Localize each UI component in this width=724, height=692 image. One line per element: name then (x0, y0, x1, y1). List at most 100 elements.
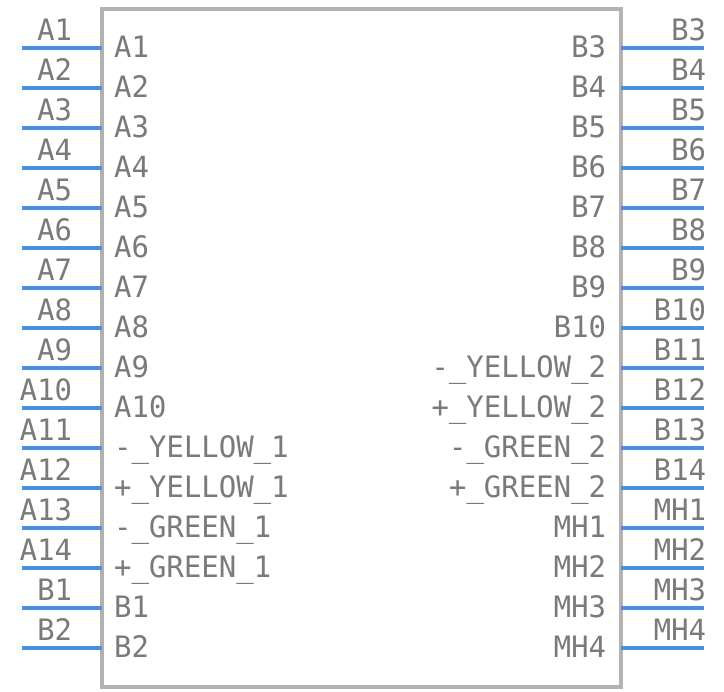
left-pin-number: A13 (20, 493, 72, 527)
right-pin-number: B11 (654, 333, 706, 367)
component-body (100, 7, 623, 689)
right-pin-group: B3B3B4B4B5B5B6B6B7B7B8B8B9B9B10B10B11-_Y… (431, 13, 706, 664)
right-pin-number: B12 (654, 373, 706, 407)
left-pin: A13 -_GREEN_1 (20, 493, 272, 545)
left-pin-name: B1 (114, 590, 149, 624)
right-pin-number: B4 (671, 53, 706, 87)
right-pin-number: B8 (671, 213, 706, 247)
left-pin-number: A6 (37, 213, 72, 247)
right-pin-number: B5 (671, 93, 706, 127)
left-pin-name: A7 (114, 270, 149, 304)
right-pin-name: +_YELLOW_2 (431, 390, 606, 425)
left-pin-number: A5 (37, 173, 72, 207)
right-pin-name: +_GREEN_2 (449, 470, 606, 505)
left-pin-number: B2 (37, 613, 72, 647)
left-pin: A12 +_YELLOW_1 (20, 453, 289, 505)
right-pin-number: B13 (654, 413, 706, 447)
left-pin-number: A9 (37, 333, 72, 367)
right-pin-number: B3 (671, 13, 706, 47)
right-pin-name: MH3 (554, 590, 606, 624)
right-pin-number: B10 (654, 293, 706, 327)
right-pin-name: B8 (571, 230, 606, 264)
left-pin-number: A3 (37, 93, 72, 127)
left-pin-name: -_GREEN_1 (114, 510, 271, 545)
right-pin-name: B7 (571, 190, 606, 224)
right-pin-name: B9 (571, 270, 606, 304)
right-pin-number: MH3 (654, 573, 706, 607)
left-pin-number: A4 (37, 133, 72, 167)
right-pin-name: MH1 (554, 510, 606, 544)
right-pin-name: B6 (571, 150, 606, 184)
right-pin-name: B3 (571, 30, 606, 64)
left-pin-number: A7 (37, 253, 72, 287)
right-pin-number: B6 (671, 133, 706, 167)
right-pin: B13 -_GREEN_2 (449, 413, 706, 465)
left-pin-name: A2 (114, 70, 149, 104)
left-pin-number: A12 (20, 453, 72, 487)
right-pin-name: MH4 (554, 630, 606, 664)
left-pin-number: A2 (37, 53, 72, 87)
right-pin-number: MH1 (654, 493, 706, 527)
right-pin-name: B5 (571, 110, 606, 144)
left-pin-name: B2 (114, 630, 149, 664)
left-pin-name: A4 (114, 150, 149, 184)
right-pin: B14 +_GREEN_2 (449, 453, 706, 505)
right-pin-number: MH2 (654, 533, 706, 567)
left-pin: A14 +_GREEN_1 (20, 533, 272, 585)
left-pin-name: A6 (114, 230, 149, 264)
right-pin-number: B9 (671, 253, 706, 287)
left-pin-number: B1 (37, 573, 72, 607)
left-pin-name: A5 (114, 190, 149, 224)
right-pin-name: -_GREEN_2 (449, 430, 606, 465)
right-pin-number: B14 (654, 453, 706, 487)
left-pin-name: A3 (114, 110, 149, 144)
right-pin: B11 -_YELLOW_2 (431, 333, 706, 385)
right-pin: B12 +_YELLOW_2 (431, 373, 706, 425)
left-pin-name: +_YELLOW_1 (114, 470, 289, 505)
right-pin-number: B7 (671, 173, 706, 207)
left-pin-number: A11 (20, 413, 72, 447)
right-pin-number: MH4 (654, 613, 706, 647)
left-pin-name: +_GREEN_1 (114, 550, 271, 585)
left-pin-number: A1 (37, 13, 72, 47)
left-pin-number: A8 (37, 293, 72, 327)
left-pin: A11 -_YELLOW_1 (20, 413, 289, 465)
left-pin-name: A1 (114, 30, 149, 64)
right-pin-name: MH2 (554, 550, 606, 584)
left-pin-name: -_YELLOW_1 (114, 430, 289, 465)
right-pin-name: B4 (571, 70, 606, 104)
right-pin-name: B10 (554, 310, 606, 344)
right-pin-name: -_YELLOW_2 (431, 350, 606, 385)
left-pin-name: A8 (114, 310, 149, 344)
left-pin-name: A10 (114, 390, 166, 424)
left-pin-number: A14 (20, 533, 72, 567)
left-pin-number: A10 (20, 373, 72, 407)
left-pin-name: A9 (114, 350, 149, 384)
